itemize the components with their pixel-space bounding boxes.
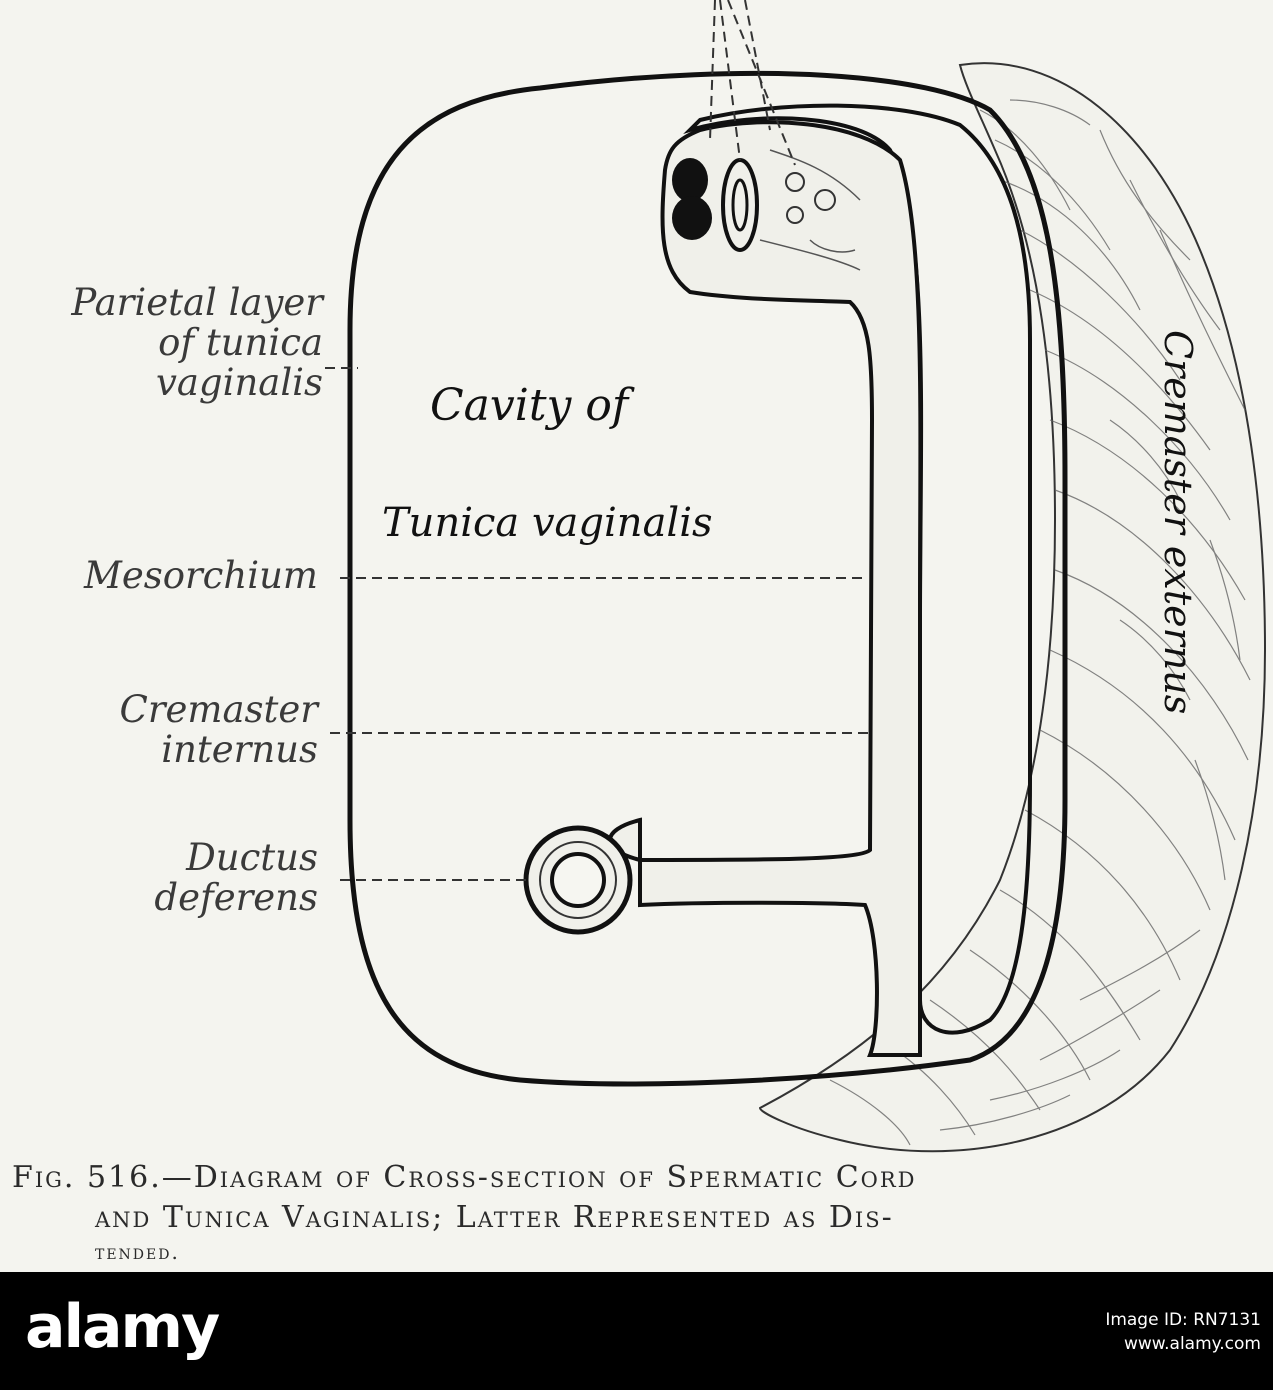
figure-caption-line3: tended. <box>95 1240 180 1264</box>
label-parietal-line2: of tunica <box>158 321 323 364</box>
label-ductus-line2: deferens <box>154 876 318 919</box>
anatomical-diagram <box>325 0 1267 1153</box>
label-parietal-layer: Parietal layer of tunica vaginalis <box>71 283 323 403</box>
label-parietal-line3: vaginalis <box>155 361 323 404</box>
label-ductus-line1: Ductus <box>186 836 318 879</box>
figure-caption-line2: and Tunica Vaginalis; Latter Represented… <box>95 1200 894 1235</box>
alamy-logo: alamy <box>25 1292 220 1362</box>
ductus-deferens-vessel <box>523 825 633 935</box>
label-cremaster-internus-line1: Cremaster <box>119 688 318 731</box>
parietal-layer-outline <box>347 70 1068 1087</box>
label-cremaster-externus: Cremaster externus <box>1156 330 1200 715</box>
label-cavity-line2: Tunica vaginalis <box>382 500 713 546</box>
label-cremaster-internus: Cremaster internus <box>120 690 318 770</box>
image-id: Image ID: RN7131 <box>1105 1310 1261 1330</box>
cremaster-externus-muscle <box>758 62 1267 1153</box>
stock-url: www.alamy.com <box>1123 1334 1261 1354</box>
label-cremaster-internus-line2: internus <box>161 728 318 771</box>
stock-watermark-bar: alamy Image ID: RN7131 www.alamy.com <box>0 1272 1273 1390</box>
cord-vessels <box>672 149 861 271</box>
label-cavity-line1: Cavity of <box>430 380 629 431</box>
pointer-lines <box>325 0 868 881</box>
label-ductus-deferens: Ductus deferens <box>154 838 318 918</box>
label-mesorchium: Mesorchium <box>83 554 318 597</box>
figure-caption-line1: Fig. 516.—Diagram of Cross-section of Sp… <box>12 1160 917 1195</box>
testis-column <box>608 120 923 1057</box>
label-parietal-line1: Parietal layer <box>71 281 323 324</box>
